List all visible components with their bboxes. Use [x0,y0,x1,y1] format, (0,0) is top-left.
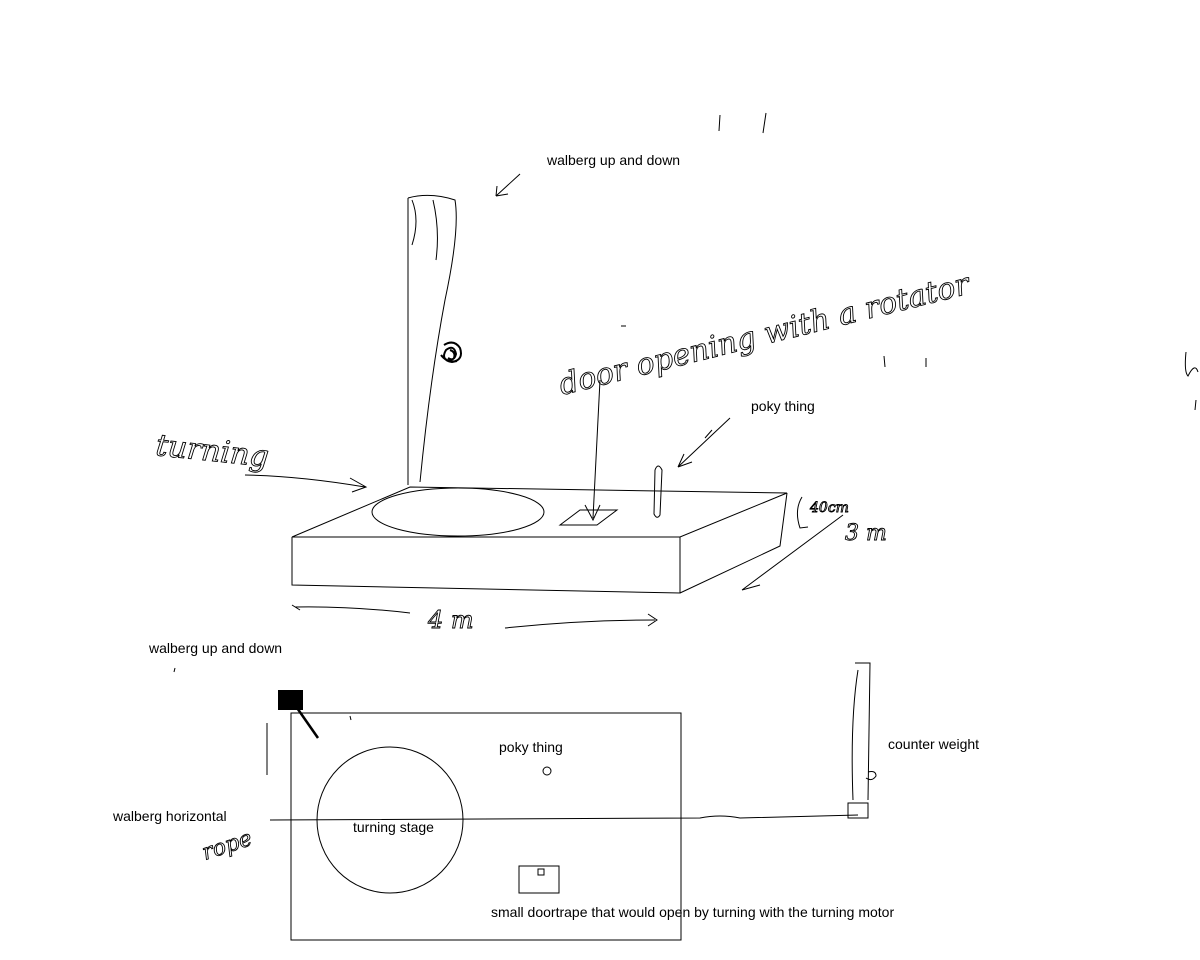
height-bracket [796,496,809,529]
handwritten-width: 4 m [427,606,474,634]
label-counter-weight: counter weight [888,736,979,752]
rope-line [269,814,859,821]
platform-top [291,486,788,538]
poky-thing-rod [653,465,663,518]
counter-weight-rope [851,662,877,801]
stray-marks [621,112,1199,411]
counter-weight-box [847,802,869,819]
stray-marks-bottom [173,667,352,775]
handwritten-height: 40cm [809,500,849,516]
platform-front [291,537,681,594]
perspective-view: walberg up and down poky thing turning d… [154,152,975,634]
door-hatch [558,509,619,526]
walberg-column [407,194,457,485]
poky-arrow-icon [677,417,731,468]
label-poky-thing-bottom: poky thing [499,739,563,755]
label-walberg-horizontal: walberg horizontal [112,808,227,824]
turning-stage-ellipse [371,487,545,537]
walberg-pulley-scribble [440,341,462,364]
walberg-block [278,690,303,710]
width-dimension-line [291,604,658,629]
label-turning-stage: turning stage [353,819,434,835]
poky-thing-dot [542,766,552,776]
door-arrow-icon [584,379,601,522]
turning-arrow-icon [244,474,368,493]
label-poky-thing: poky thing [751,398,815,414]
handwritten-depth: 3 m [845,521,887,546]
doortrape-rect [518,865,560,894]
handwritten-turning: turning [154,428,270,475]
label-walberg-up-down-bottom: walberg up and down [148,640,282,656]
top-view: walberg up and down poky thing counter w… [112,640,979,941]
platform-outline [290,712,682,941]
handwritten-rope: rope [199,826,255,865]
platform-side [679,492,788,594]
doortrape-handle [537,868,545,876]
label-doortrape: small doortrape that would open by turni… [491,904,894,920]
walberg-link-line [293,704,320,739]
depth-arrow-icon [741,514,844,591]
label-walberg-up-down: walberg up and down [546,152,680,168]
handwritten-door-opening: door opening with a rotator [555,266,974,402]
arrow-icon [495,173,521,197]
